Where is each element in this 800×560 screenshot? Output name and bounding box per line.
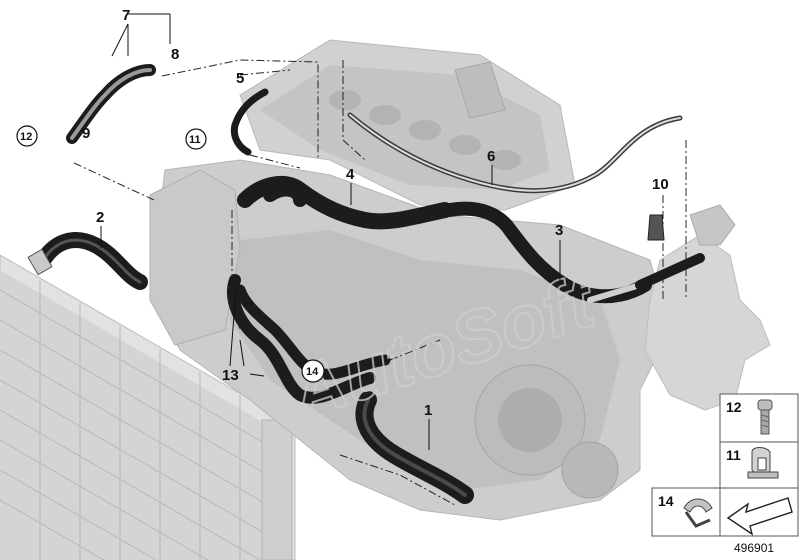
callout-10: 10 xyxy=(652,176,669,193)
legend-12-label: 12 xyxy=(726,399,742,415)
callout-14: 14 xyxy=(306,366,319,378)
legend-11-label: 11 xyxy=(726,447,741,463)
radiator xyxy=(0,254,296,560)
hose-4 xyxy=(237,175,453,230)
callout-13: 13 xyxy=(222,367,239,384)
hoses xyxy=(27,64,705,504)
callout-5: 5 xyxy=(236,70,244,87)
callout-9: 9 xyxy=(82,125,90,142)
diagram-number: 496901 xyxy=(734,541,775,555)
callout-11: 11 xyxy=(189,134,201,146)
callout-4: 4 xyxy=(346,166,355,183)
arrow-icon xyxy=(726,497,793,536)
callout-3: 3 xyxy=(555,222,563,239)
callout-12: 12 xyxy=(20,131,32,143)
callout-7: 7 xyxy=(122,7,130,24)
bolt-icon xyxy=(757,399,773,435)
hose-13 xyxy=(227,274,376,404)
callouts: 7 8 9 12 5 11 4 6 10 3 2 13 14 1 xyxy=(16,7,669,450)
callout-6: 6 xyxy=(487,148,495,165)
hose-5 xyxy=(230,88,269,156)
callout-2: 2 xyxy=(96,209,104,226)
clip-icon xyxy=(747,447,779,479)
callout-8: 8 xyxy=(171,46,179,63)
parts-legend: 12 11 14 xyxy=(651,393,799,537)
engine-block xyxy=(149,39,771,521)
clamp-icon xyxy=(683,498,713,528)
callout-1: 1 xyxy=(424,402,432,419)
legend-14-label: 14 xyxy=(658,493,674,509)
